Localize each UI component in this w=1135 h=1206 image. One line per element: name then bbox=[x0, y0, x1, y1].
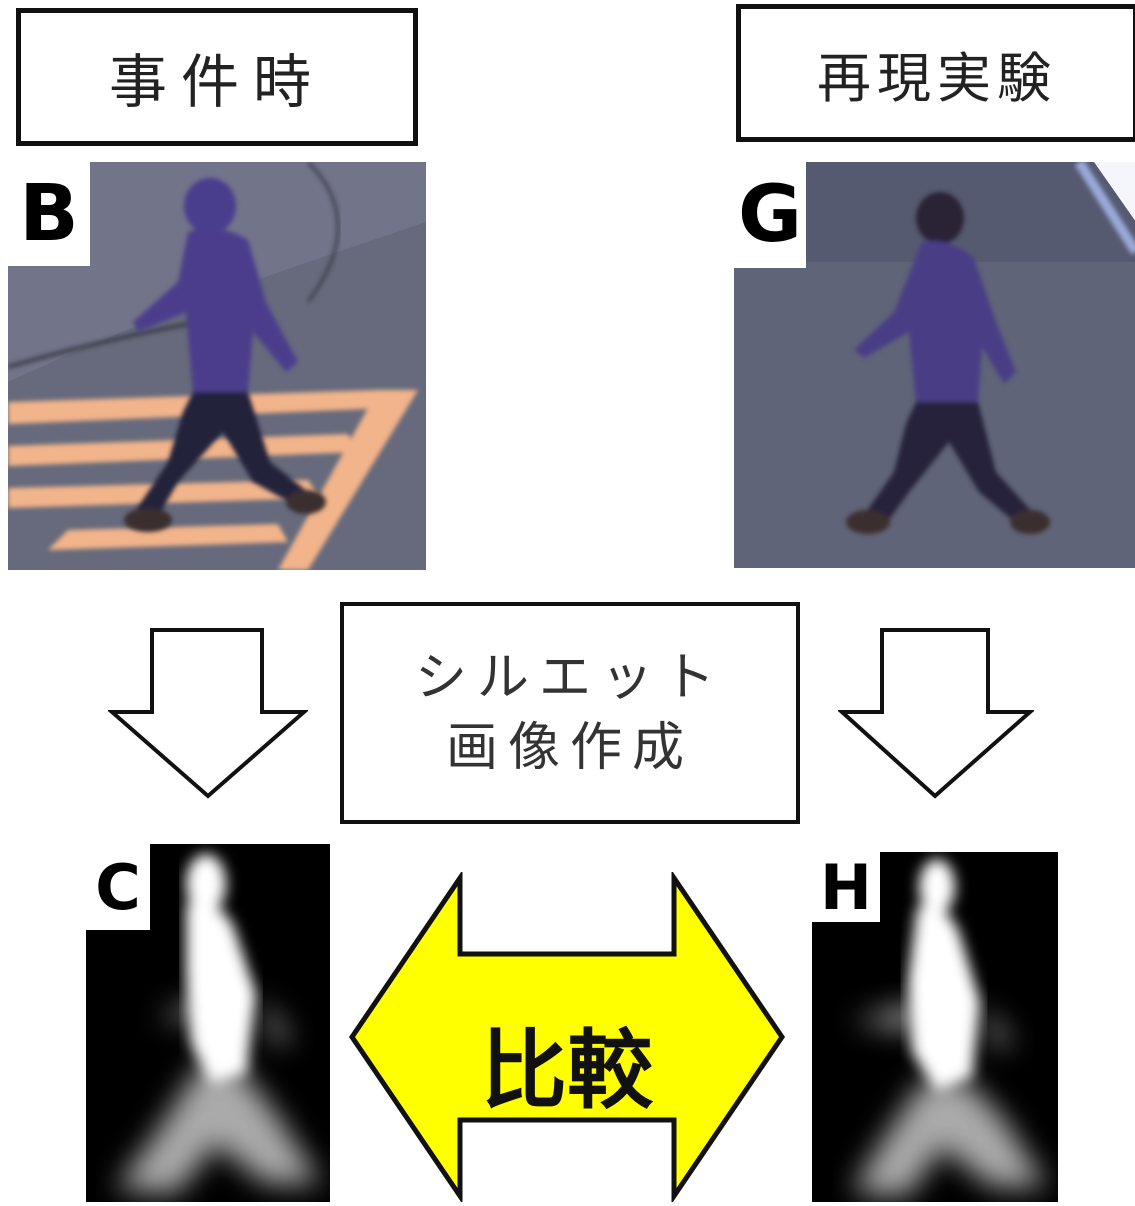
process-label-line2: 画像作成 bbox=[445, 718, 694, 778]
down-arrow-right-icon bbox=[838, 628, 1034, 799]
incident-header: 事件時 bbox=[16, 8, 418, 146]
process-label-box: シルエット 画像作成 bbox=[340, 602, 800, 824]
panel-tag-c: C bbox=[86, 844, 150, 930]
incident-photo: B bbox=[8, 162, 426, 570]
incident-header-text: 事件時 bbox=[108, 48, 325, 116]
down-arrow-left-icon bbox=[108, 628, 308, 799]
panel-tag-b: B bbox=[8, 162, 90, 266]
incident-scene bbox=[8, 162, 426, 570]
experiment-header: 再現実験 bbox=[736, 4, 1135, 142]
silhouette-image-c bbox=[116, 854, 321, 1194]
panel-tag-h: H bbox=[812, 852, 880, 924]
process-label-line1: シルエット bbox=[414, 647, 725, 708]
compare-double-arrow-icon bbox=[348, 872, 786, 1202]
compare-label: 比較 bbox=[481, 1021, 653, 1121]
panel-tag-g: G bbox=[734, 162, 806, 268]
silhouette-image-h bbox=[852, 859, 1047, 1197]
experiment-silhouette: H bbox=[812, 852, 1058, 1202]
experiment-header-text: 再現実験 bbox=[817, 46, 1057, 110]
experiment-photo: G bbox=[734, 162, 1135, 568]
incident-silhouette: C bbox=[86, 844, 330, 1202]
